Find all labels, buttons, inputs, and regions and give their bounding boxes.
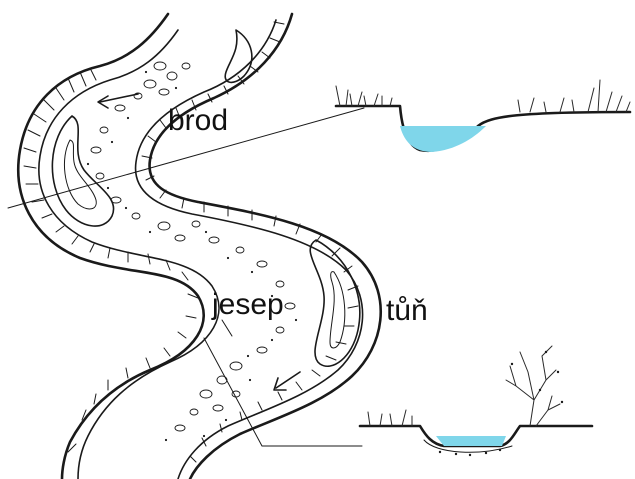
bend-contours xyxy=(52,30,359,366)
grass-ford-left xyxy=(336,86,392,106)
contour-lower-bend-inner xyxy=(330,272,345,348)
grass-pool-left xyxy=(368,410,412,426)
cross-section-pool xyxy=(360,346,592,456)
section-line-lower xyxy=(204,338,362,446)
label-ford: brod xyxy=(168,104,228,137)
water-ford xyxy=(400,126,486,152)
river-bank-left xyxy=(18,14,203,479)
river-bank-right-inner xyxy=(136,20,363,479)
leader-point-bar xyxy=(222,320,232,336)
river-bank-right xyxy=(150,14,381,479)
shrub-pool-right xyxy=(506,346,560,426)
contour-top-bend xyxy=(225,30,252,82)
grass-ford-right xyxy=(518,80,630,112)
label-point-bar: jesep xyxy=(211,288,284,321)
cross-section-ford xyxy=(336,80,630,152)
water-pool xyxy=(436,436,506,446)
label-pool: tůň xyxy=(386,294,428,327)
flow-arrow-bottom xyxy=(276,372,300,388)
